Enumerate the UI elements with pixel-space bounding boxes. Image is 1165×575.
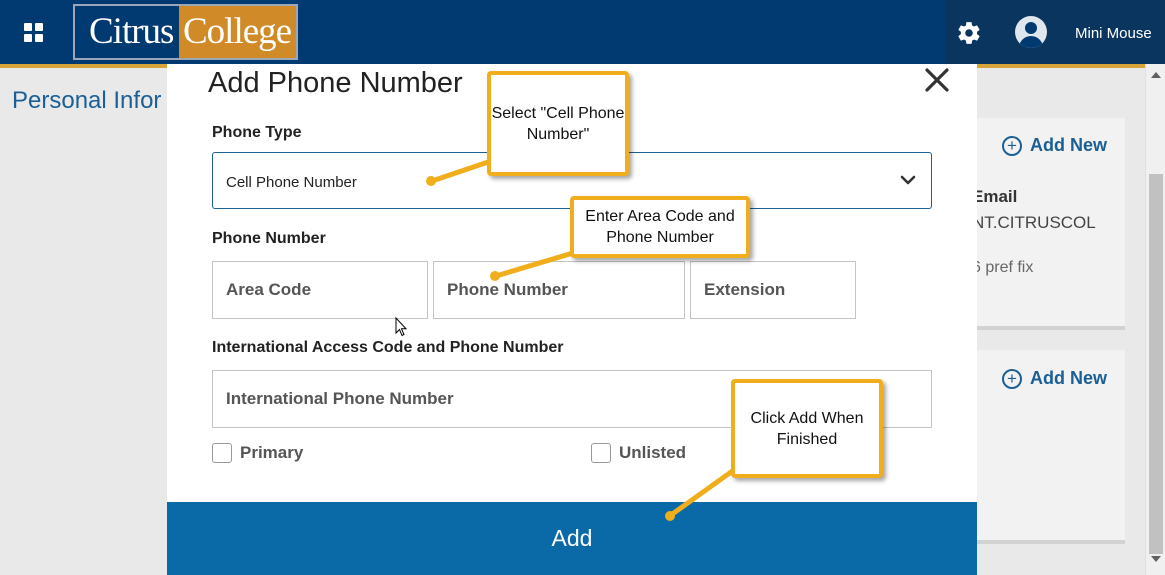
logo-text-citrus: Citrus	[89, 11, 174, 52]
primary-checkbox[interactable]: Primary	[212, 443, 303, 463]
header-user-area	[945, 0, 1165, 64]
card-divider	[955, 540, 1125, 544]
add-new-label: Add New	[1030, 135, 1108, 155]
email-card	[955, 118, 1125, 326]
scroll-up-arrow-icon[interactable]	[1151, 72, 1161, 78]
callout-click-add: Click Add When Finished	[731, 379, 883, 478]
card-divider	[955, 326, 1125, 330]
callout-select-cell: Select "Cell Phone Number"	[487, 71, 629, 176]
grid-menu-icon[interactable]	[24, 23, 44, 43]
secondary-card	[955, 350, 1125, 540]
logo-text-college: College	[179, 6, 296, 58]
add-button[interactable]: Add	[167, 502, 977, 575]
extension-input[interactable]	[691, 262, 855, 318]
scroll-down-arrow-icon[interactable]	[1151, 556, 1161, 562]
add-new-label: Add New	[1030, 368, 1108, 388]
user-name[interactable]: Mini Mouse	[1075, 25, 1152, 42]
unlisted-checkbox-box[interactable]	[591, 443, 611, 463]
chevron-down-icon	[900, 175, 916, 185]
add-new-email-button[interactable]: + Add New	[1002, 135, 1107, 156]
scrollbar-thumb[interactable]	[1149, 174, 1163, 554]
page-title: Personal Infor	[12, 87, 162, 114]
area-code-input[interactable]	[213, 262, 427, 318]
primary-checkbox-label: Primary	[240, 443, 304, 462]
email-heading: Email	[972, 187, 1018, 206]
phone-number-label: Phone Number	[212, 230, 326, 247]
email-value: NT.CITRUSCOL	[972, 213, 1096, 232]
mouse-cursor-icon	[395, 317, 408, 337]
dialog-title: Add Phone Number	[208, 67, 463, 99]
international-label: International Access Code and Phone Numb…	[212, 339, 564, 356]
user-avatar-icon[interactable]	[1015, 16, 1047, 48]
primary-checkbox-box[interactable]	[212, 443, 232, 463]
top-navigation-bar: Citrus College Mini Mouse	[0, 0, 1165, 64]
phone-type-label: Phone Type	[212, 124, 302, 141]
close-icon[interactable]	[922, 64, 952, 96]
area-code-field[interactable]	[212, 261, 428, 319]
plus-circle-icon: +	[1002, 368, 1022, 389]
phone-number-input[interactable]	[434, 262, 684, 318]
add-new-button[interactable]: + Add New	[1002, 368, 1107, 389]
extension-field[interactable]	[690, 261, 856, 319]
unlisted-checkbox[interactable]: Unlisted	[591, 443, 686, 463]
vertical-scrollbar[interactable]	[1145, 64, 1165, 575]
unlisted-checkbox-label: Unlisted	[619, 443, 687, 462]
citrus-college-logo[interactable]: Citrus College	[73, 4, 298, 60]
phone-number-field[interactable]	[433, 261, 685, 319]
callout-enter-area-code: Enter Area Code and Phone Number	[570, 196, 750, 258]
gear-icon[interactable]	[956, 20, 982, 46]
phone-type-selected-value: Cell Phone Number	[226, 174, 357, 191]
email-preference-text: 6 pref fix	[972, 259, 1034, 276]
plus-circle-icon: +	[1002, 135, 1022, 156]
